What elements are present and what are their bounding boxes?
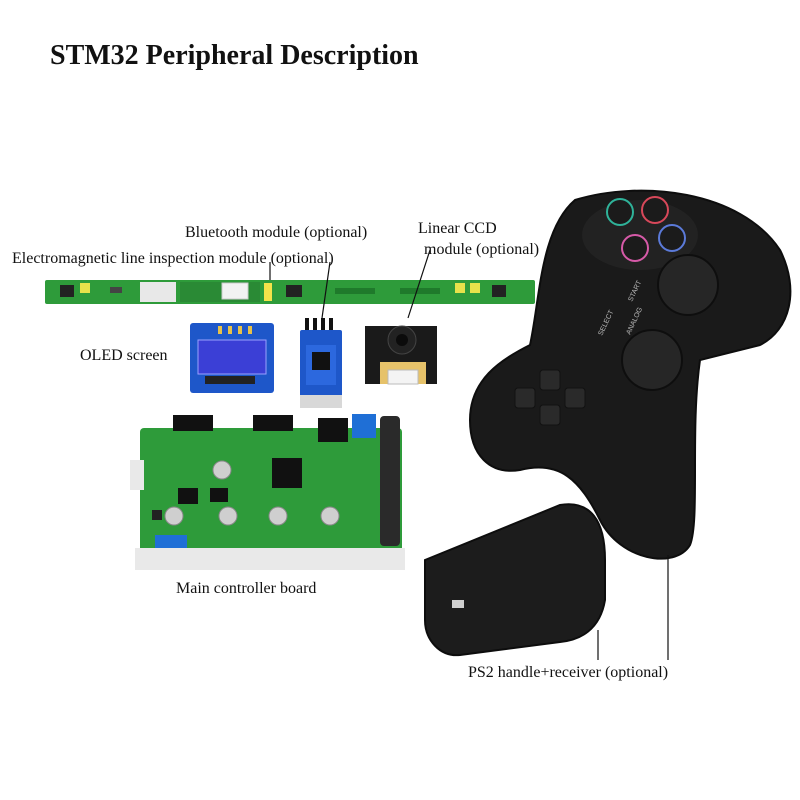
oled-label: OLED screen bbox=[80, 347, 168, 364]
em-line-module bbox=[45, 280, 535, 304]
ps2-gamepad: SELECT START ANALOG bbox=[468, 189, 792, 560]
linear-ccd-module bbox=[365, 325, 437, 385]
oled-screen bbox=[190, 323, 274, 393]
main-board-label: Main controller board bbox=[176, 580, 317, 597]
em-line-label: Electromagnetic line inspection module (… bbox=[12, 250, 334, 267]
ccd-label-line1: Linear CCD bbox=[418, 220, 497, 237]
ccd-label-line2: module (optional) bbox=[424, 241, 540, 258]
bluetooth-module bbox=[300, 318, 342, 408]
bluetooth-label: Bluetooth module (optional) bbox=[185, 224, 368, 241]
leader-lines bbox=[269, 249, 669, 660]
ps2-receiver bbox=[424, 503, 606, 657]
page-title: STM32 Peripheral Description bbox=[50, 40, 419, 71]
main-controller-board bbox=[130, 414, 405, 570]
ps2-label: PS2 handle+receiver (optional) bbox=[468, 664, 669, 681]
